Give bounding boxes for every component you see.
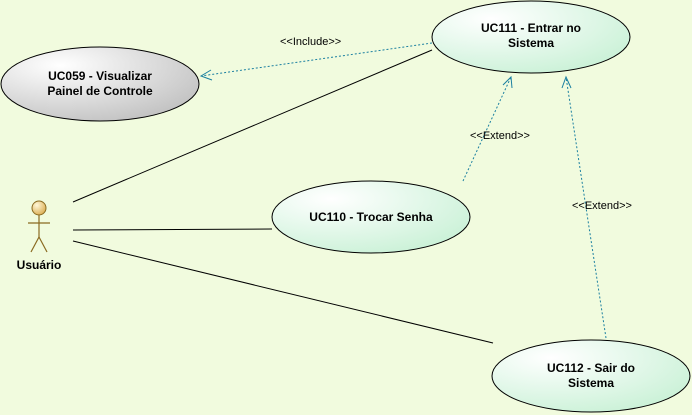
- actor-label: Usuário: [17, 258, 62, 272]
- use-case-uc112[interactable]: UC112 - Sair do Sistema: [491, 339, 691, 413]
- extend-label-uc112: <<Extend>>: [572, 200, 632, 212]
- association-line-uc111: [72, 49, 433, 203]
- include-label: <<Include>>: [280, 36, 341, 48]
- actor-body-icon: [28, 215, 50, 253]
- include-dependency: [199, 42, 433, 81]
- association-line-uc112: [72, 240, 494, 344]
- actor-usuario[interactable]: Usuário: [17, 200, 62, 272]
- use-case-uc110-label: UC110 - Trocar Senha: [309, 210, 433, 224]
- use-case-uc111-label-line1: UC111 - Entrar no: [481, 21, 581, 35]
- use-case-uc112-label-line2: Sistema: [568, 376, 614, 390]
- extend-label-uc110: <<Extend>>: [470, 130, 530, 142]
- use-case-uc059[interactable]: UC059 - Visualizar Painel de Controle: [0, 46, 200, 122]
- use-case-uc110[interactable]: UC110 - Trocar Senha: [271, 180, 471, 254]
- use-case-uc111-label-line2: Sistema: [508, 36, 554, 50]
- association-line-uc110: [72, 228, 273, 231]
- actor-head-icon: [31, 200, 47, 216]
- extend-dependency-uc110: [462, 75, 513, 182]
- use-case-uc111[interactable]: UC111 - Entrar no Sistema: [431, 0, 631, 74]
- extend-dependency-uc112: [561, 75, 607, 339]
- use-case-uc112-label-line1: UC112 - Sair do: [547, 361, 635, 375]
- use-case-uc059-label-line1: UC059 - Visualizar: [48, 69, 152, 83]
- use-case-uc059-label-line2: Painel de Controle: [47, 84, 153, 98]
